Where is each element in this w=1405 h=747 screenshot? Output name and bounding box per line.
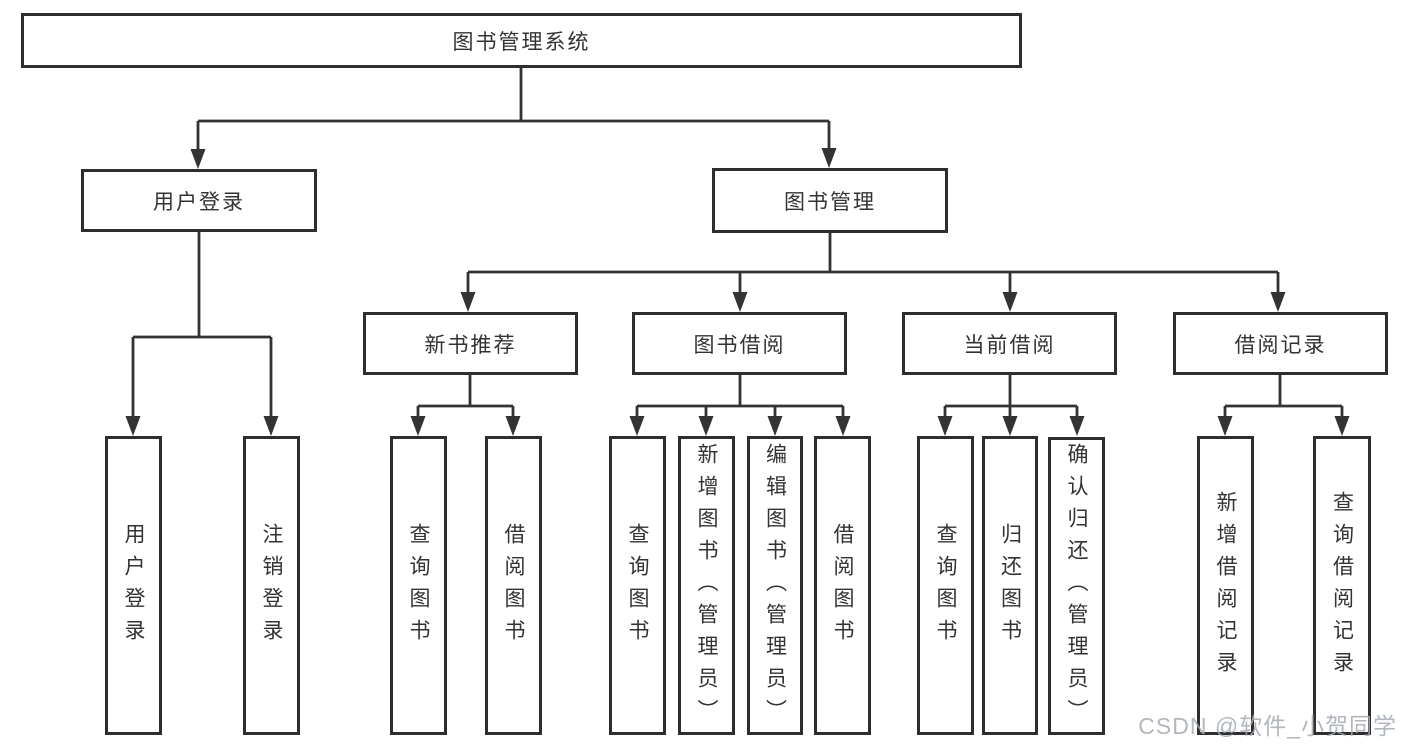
leaf-borrow-book: 借阅图书	[814, 436, 871, 735]
leaf-add-borrow-record: 新增借阅记录	[1197, 436, 1254, 735]
node-book-management-label: 图书管理	[784, 190, 876, 214]
node-root: 图书管理系统	[21, 13, 1022, 68]
node-borrow-record-label: 借阅记录	[1234, 333, 1327, 357]
node-user-login: 用户登录	[81, 169, 317, 232]
node-user-login-label: 用户登录	[153, 190, 245, 214]
leaf-query-book-current: 查询图书	[917, 436, 974, 735]
node-book-borrow: 图书借阅	[632, 312, 847, 375]
leaf-add-borrow-record-label: 新增借阅记录	[1214, 490, 1237, 683]
node-borrow-record: 借阅记录	[1173, 312, 1388, 375]
leaf-confirm-return-admin: 确认归还（管理员）	[1048, 437, 1105, 735]
node-root-label: 图书管理系统	[452, 30, 591, 54]
node-new-book-recommend-label: 新书推荐	[424, 333, 517, 357]
leaf-borrow-book-recommend: 借阅图书	[485, 436, 542, 735]
leaf-borrow-book-label: 借阅图书	[831, 522, 854, 651]
leaf-logout-label: 注销登录	[260, 522, 283, 651]
leaf-add-book-admin-label: 新增图书（管理员）	[695, 442, 718, 731]
leaf-return-book-label: 归还图书	[998, 522, 1022, 651]
leaf-borrow-book-recommend-label: 借阅图书	[502, 522, 525, 651]
leaf-confirm-return-admin-label: 确认归还（管理员）	[1065, 443, 1088, 731]
leaf-edit-book-admin: 编辑图书（管理员）	[747, 436, 803, 735]
leaf-query-book-current-label: 查询图书	[934, 522, 957, 651]
node-current-borrow-label: 当前借阅	[963, 333, 1056, 357]
leaf-edit-book-admin-label: 编辑图书（管理员）	[763, 442, 787, 731]
leaf-add-book-admin: 新增图书（管理员）	[678, 436, 735, 735]
node-new-book-recommend: 新书推荐	[363, 312, 578, 375]
node-book-management: 图书管理	[712, 168, 948, 233]
leaf-query-borrow-record-label: 查询借阅记录	[1330, 490, 1354, 683]
csdn-watermark: CSDN @软件_小贺同学	[1138, 713, 1397, 739]
leaf-query-book-borrow-label: 查询图书	[626, 522, 649, 651]
node-book-borrow-label: 图书借阅	[693, 333, 786, 357]
leaf-user-login: 用户登录	[105, 436, 162, 735]
leaf-query-book-recommend: 查询图书	[390, 436, 447, 735]
node-current-borrow: 当前借阅	[902, 312, 1117, 375]
leaf-query-borrow-record: 查询借阅记录	[1313, 436, 1371, 735]
leaf-query-book-recommend-label: 查询图书	[407, 522, 430, 651]
leaf-query-book-borrow: 查询图书	[609, 436, 666, 735]
leaf-return-book: 归还图书	[982, 436, 1038, 735]
leaf-user-login-label: 用户登录	[122, 522, 145, 651]
leaf-logout: 注销登录	[243, 436, 300, 735]
